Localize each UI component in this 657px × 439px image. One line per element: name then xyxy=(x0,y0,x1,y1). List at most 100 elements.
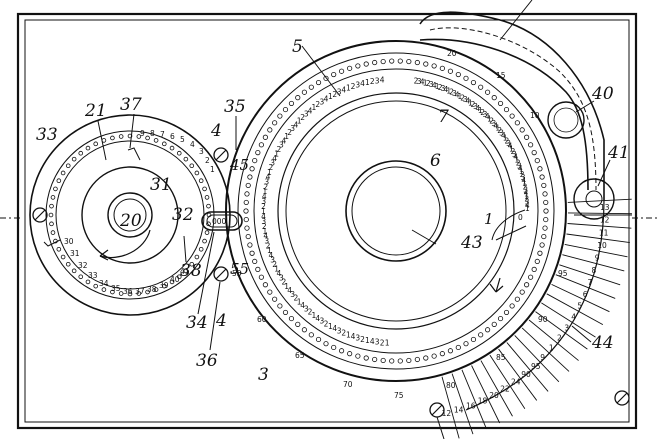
dial-hole xyxy=(288,315,295,322)
scale-group-digit: 1 xyxy=(509,144,514,153)
outer-scale-label: 8 xyxy=(592,266,597,275)
dial-hole xyxy=(60,170,66,176)
dial-hole xyxy=(189,261,195,267)
scale-group-digit: 1 xyxy=(487,114,492,123)
outer-scale-label: 22 xyxy=(500,385,510,394)
dial-hole xyxy=(65,163,71,169)
label-33: 33 xyxy=(36,125,58,145)
scale-group-digit: 4 xyxy=(300,301,305,310)
dial-hole xyxy=(347,351,353,357)
outer-scale-label: 3 xyxy=(564,323,569,332)
scale-group-digit: 2 xyxy=(497,126,502,135)
dial-hole xyxy=(380,357,386,364)
dial-hole xyxy=(272,296,278,302)
outer-scale-tick xyxy=(451,373,474,435)
small-number: 38 xyxy=(147,285,157,294)
outer-scale-tick xyxy=(567,198,632,203)
small-dial-bottom-scale: 30 31 32 33 34 35 36 37 38 39 40 41 xyxy=(64,237,190,296)
scale-group-digit: 4 xyxy=(524,188,529,197)
dial-hole xyxy=(531,150,537,156)
scale-group-digit: 3 xyxy=(517,161,522,170)
scale-group-digit: 2 xyxy=(523,182,528,191)
dial-hole xyxy=(534,258,540,265)
scale-group-digit: 4 xyxy=(518,164,523,173)
scale-number: 20 xyxy=(447,49,457,58)
dial-hole xyxy=(534,157,540,164)
dial-hole xyxy=(431,353,437,359)
dial-hole xyxy=(355,63,361,69)
scale-group-digit: 4 xyxy=(380,76,385,85)
outer-scale-tick xyxy=(535,311,588,350)
scale-group-digit: 3 xyxy=(483,110,488,119)
scale-group-digit: 2 xyxy=(370,77,375,86)
scale-group-digit: 2 xyxy=(324,319,329,328)
dial-hole xyxy=(363,355,369,361)
small-number: 30 xyxy=(64,237,74,246)
dial-hole xyxy=(50,195,56,200)
dial-hole xyxy=(338,348,345,354)
scale-number: 10 xyxy=(530,111,540,120)
small-number: 36 xyxy=(123,287,133,296)
dial-hole xyxy=(463,341,469,347)
scale-group-digit: 2 xyxy=(380,338,385,347)
dial-hole xyxy=(267,127,273,133)
scale-group-digit: 2 xyxy=(480,108,485,117)
scale-group-digit: 2 xyxy=(261,202,266,211)
scale-group-digit: 2 xyxy=(438,83,443,92)
dial-hole xyxy=(315,336,322,343)
scale-group-digit: 1 xyxy=(274,265,279,274)
outer-scale-tick xyxy=(498,348,538,401)
scale-group-digit: 3 xyxy=(452,89,457,98)
small-number: 41 xyxy=(180,267,190,276)
scale-group-digit: 2 xyxy=(360,335,365,344)
dial-hole xyxy=(519,127,525,133)
dial-hole xyxy=(204,195,210,200)
scale-group-digit: 1 xyxy=(457,92,462,101)
scale-group-digit: 3 xyxy=(261,217,266,226)
label-43: 43 xyxy=(460,233,483,253)
dial-hole xyxy=(541,233,547,240)
dial-hole xyxy=(194,170,200,176)
outer-scale-tick xyxy=(441,376,460,439)
dial-hole xyxy=(56,246,62,252)
small-digit: 7 xyxy=(160,130,165,139)
dial-hole xyxy=(183,268,189,274)
dial-hole xyxy=(423,61,429,67)
dial-hole xyxy=(78,274,84,280)
scale-number: 80 xyxy=(446,381,456,390)
dial-hole xyxy=(255,150,261,156)
dial-hole xyxy=(539,242,545,248)
outer-scale-label: 9 xyxy=(595,253,600,262)
screw-left xyxy=(32,207,48,223)
dial-hole xyxy=(277,113,283,119)
dial-hole xyxy=(71,268,77,274)
scale-group-digit: 2 xyxy=(293,294,298,303)
scale-zero: 0 xyxy=(518,213,523,222)
scale-number: 55 xyxy=(232,269,242,278)
dial-hole xyxy=(93,283,99,289)
scale-group-digit: 4 xyxy=(315,314,320,323)
dial-hole xyxy=(202,238,207,244)
label-36: 36 xyxy=(196,351,218,371)
scale-group-digit: 2 xyxy=(287,128,292,137)
dial-hole xyxy=(414,356,420,363)
scale-group-digit: 4 xyxy=(324,95,329,104)
label-40: 40 xyxy=(591,84,614,104)
dial-hole xyxy=(198,246,204,252)
outer-scale-tick xyxy=(521,327,570,372)
scale-group-digit: 1 xyxy=(468,98,473,107)
dial-hole xyxy=(202,186,207,192)
dial-hole xyxy=(455,344,461,351)
scale-group-digit: 1 xyxy=(311,103,316,112)
scale-group-digit: 3 xyxy=(355,80,360,89)
outer-scale-label: 90 xyxy=(521,370,531,379)
dial-hole xyxy=(497,100,504,107)
dial-hole xyxy=(145,289,150,295)
outer-scale-tick xyxy=(559,264,621,286)
dial-hole xyxy=(447,348,454,354)
outer-scale-arc xyxy=(465,199,605,411)
outer-scale-tick xyxy=(471,365,501,424)
dial-hole xyxy=(537,166,543,172)
label-4-bottom: 4 xyxy=(215,311,227,331)
outer-scale-tick xyxy=(528,319,579,361)
